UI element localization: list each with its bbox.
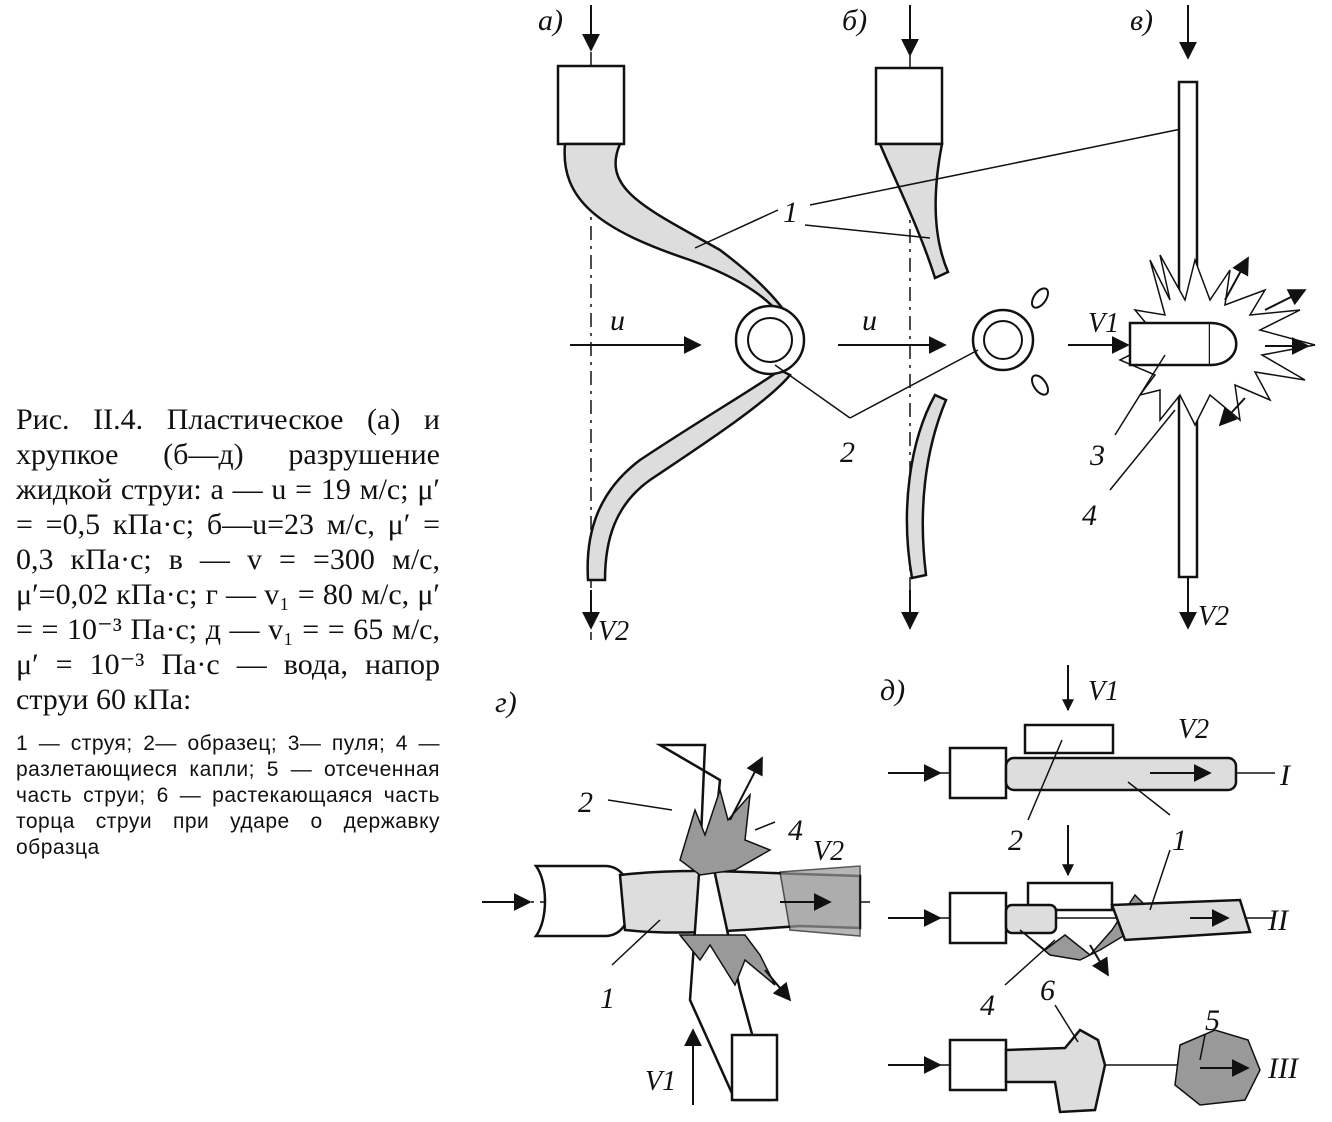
- label-6: 6: [1040, 974, 1055, 1007]
- panel-v: в) V1 3 4 V2: [1068, 4, 1316, 632]
- label-v1: V1: [1088, 676, 1119, 707]
- caption-legend-text: 1 — струя; 2— образец; 3— пуля; 4 — разл…: [16, 732, 440, 859]
- label-v2: V2: [1198, 601, 1229, 632]
- leader-4: [1004, 939, 1056, 986]
- label-4: 4: [788, 814, 803, 847]
- jet: [1004, 756, 1238, 792]
- panel-v-label: в): [1130, 4, 1153, 37]
- splash-upper: [679, 787, 772, 876]
- droplet-arrow-icon: [1218, 397, 1246, 427]
- sample-holder: [730, 1033, 779, 1102]
- nozzle: [948, 1038, 1008, 1092]
- leader-5: [1199, 1034, 1206, 1061]
- label-v1: V1: [645, 1066, 676, 1097]
- label-u: u: [610, 304, 625, 337]
- label-v1: V1: [1088, 308, 1119, 339]
- label-u: u: [862, 304, 877, 337]
- leader-2-b: [849, 349, 979, 419]
- droplet-arrow-icon: [1264, 289, 1307, 311]
- label-v2: V2: [1178, 714, 1209, 745]
- row-III: 6 5 III: [888, 974, 1300, 1114]
- label-3: 3: [1089, 439, 1105, 472]
- label-roman-2: II: [1267, 904, 1290, 937]
- label-roman-3: III: [1267, 1052, 1300, 1085]
- label-5: 5: [1205, 1004, 1220, 1037]
- leader-lines: 1 2: [694, 127, 1187, 469]
- leader-4: [1109, 409, 1176, 491]
- row-II: II: [888, 825, 1290, 977]
- droplet: [1031, 374, 1049, 396]
- figure-caption: Рис. II.4. Пластическое (а) и хрупкое (б…: [16, 402, 440, 861]
- label-4: 4: [1082, 499, 1097, 532]
- bullet-tip: [1209, 321, 1238, 367]
- bullet: [1128, 321, 1212, 367]
- leader-4: [754, 821, 776, 831]
- nozzle: [874, 66, 944, 146]
- nozzle: [948, 746, 1008, 800]
- nozzle: [948, 891, 1008, 945]
- label-1: 1: [783, 196, 798, 229]
- row-I: V1 V2 I: [888, 665, 1292, 800]
- droplet-arrow-icon: [1089, 944, 1109, 977]
- panel-a: а) u V2: [538, 4, 806, 647]
- sample-core: [983, 320, 1023, 360]
- leader-1a: [1127, 781, 1171, 816]
- leader-6: [1054, 1004, 1079, 1043]
- label-2: 2: [840, 436, 855, 469]
- spreading-jet-end: [1004, 1028, 1107, 1114]
- leader-2: [607, 799, 673, 811]
- caption-main-text: Рис. II.4. Пластическое (а) и хрупкое (б…: [16, 403, 440, 716]
- leader-1-v: [809, 127, 1187, 206]
- leader-1: [611, 919, 661, 966]
- droplet-arrow-icon: [729, 756, 763, 821]
- leader-3: [1114, 354, 1166, 436]
- droplet: [1031, 287, 1049, 309]
- label-4: 4: [980, 989, 995, 1022]
- panel-g-label: г): [495, 686, 517, 719]
- panel-d-label: д): [880, 674, 905, 707]
- jet-left: [1004, 903, 1058, 935]
- panel-a-label: а): [538, 4, 563, 37]
- jet-lower-fragment: [905, 393, 948, 580]
- panel-b: б) u: [838, 4, 1049, 630]
- nozzle: [556, 64, 626, 146]
- panel-g: г) 2 4 V2 1 V1: [482, 686, 870, 1105]
- panel-b-label: б): [842, 4, 867, 37]
- panel-d: д) V1 V2 I II: [880, 665, 1300, 1114]
- label-v2: V2: [813, 836, 844, 867]
- jet-right-fragment: [1110, 898, 1252, 942]
- sample-core: [747, 317, 793, 363]
- leader-1-b: [804, 224, 931, 239]
- leader-2: [1027, 739, 1063, 821]
- jet-lower: [586, 368, 792, 582]
- leader-1-a: [694, 209, 779, 249]
- label-2: 2: [1008, 824, 1023, 857]
- sample: [1023, 723, 1115, 755]
- nozzle: [533, 864, 633, 938]
- splash-lower: [678, 934, 776, 987]
- droplet-arrow-icon: [764, 969, 792, 1002]
- label-1: 1: [1172, 824, 1187, 857]
- leader-1b: [1149, 849, 1171, 911]
- label-roman-1: I: [1279, 759, 1292, 792]
- label-2: 2: [578, 786, 593, 819]
- label-1: 1: [600, 982, 615, 1015]
- label-v2: V2: [598, 616, 629, 647]
- leader-2-a: [774, 364, 851, 419]
- droplet-arrow-icon: [1224, 256, 1249, 301]
- jet-upper-fragment: [878, 142, 950, 280]
